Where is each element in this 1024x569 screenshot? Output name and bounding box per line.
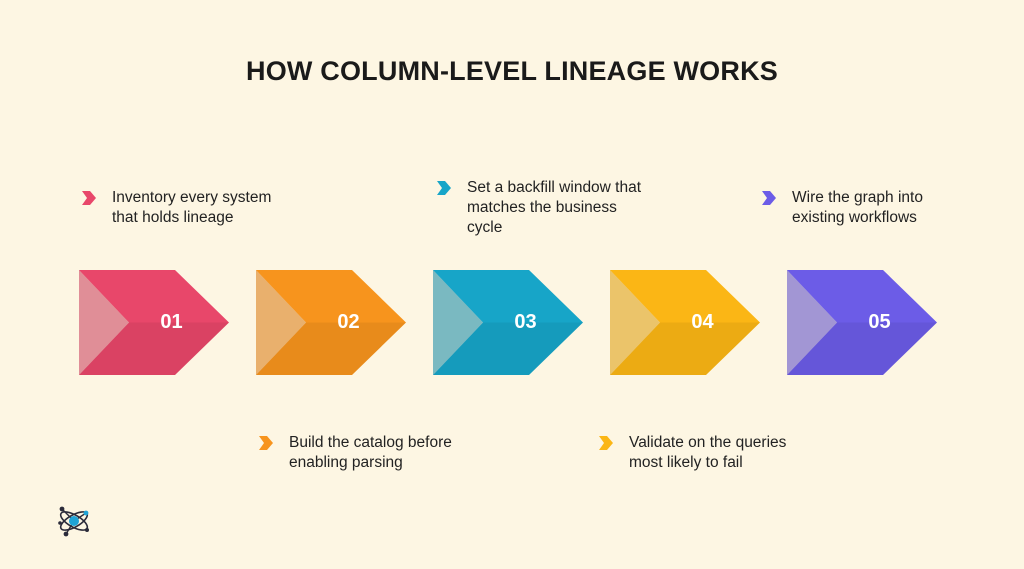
chevron-arrow-icon (433, 270, 583, 375)
step-1-text: Inventory every system that holds lineag… (112, 189, 272, 226)
chevron-bullet-icon (82, 191, 96, 205)
step-3-chevron: 03 (433, 270, 583, 375)
chevron-shade (610, 270, 660, 375)
step-2-chevron: 02 (256, 270, 406, 375)
step-4-chevron: 04 (610, 270, 760, 375)
page-title: HOW COLUMN-LEVEL LINEAGE WORKS (246, 56, 778, 86)
chevron-lower-shade (433, 322, 583, 375)
network-atom-logo-icon (58, 506, 89, 537)
step-5-chevron: 05 (787, 270, 937, 375)
step-1-chevron: 01 (79, 270, 229, 375)
chevron-arrow-icon (610, 270, 760, 375)
step-3-number: 03 (514, 311, 537, 333)
chevron-bullet-icon (259, 436, 273, 450)
chevron-arrow-icon (79, 270, 229, 375)
step-1-number: 01 (160, 311, 183, 333)
chevron-lower-shade (610, 322, 760, 375)
step-4-number: 04 (691, 311, 714, 333)
chevron-lower-shade (787, 322, 937, 375)
step-3-text: Set a backfill window that matches the b… (467, 179, 642, 236)
step-4-text: Validate on the queries most likely to f… (629, 434, 787, 471)
step-2-text: Build the catalog before enabling parsin… (289, 434, 452, 471)
step-2-number: 02 (337, 311, 360, 333)
chevron-bullet-icon (599, 436, 613, 450)
chevron-shade (256, 270, 306, 375)
chevron-lower-shade (256, 322, 406, 375)
chevron-bullet-icon (762, 191, 776, 205)
step-5-number: 05 (868, 311, 891, 333)
chevron-shape (433, 270, 583, 375)
chevron-bullet-icon (437, 181, 451, 195)
chevron-arrow-icon (256, 270, 406, 375)
step-5-text: Wire the graph into existing workflows (792, 189, 923, 226)
chevron-shade (433, 270, 483, 375)
chevron-arrow-icon (787, 270, 937, 375)
chevron-lower-shade (79, 322, 229, 375)
chevron-shape (787, 270, 937, 375)
chevron-shade (79, 270, 129, 375)
chevron-shade (787, 270, 837, 375)
chevron-shape (610, 270, 760, 375)
chevron-shape (256, 270, 406, 375)
chevron-shape (79, 270, 229, 375)
